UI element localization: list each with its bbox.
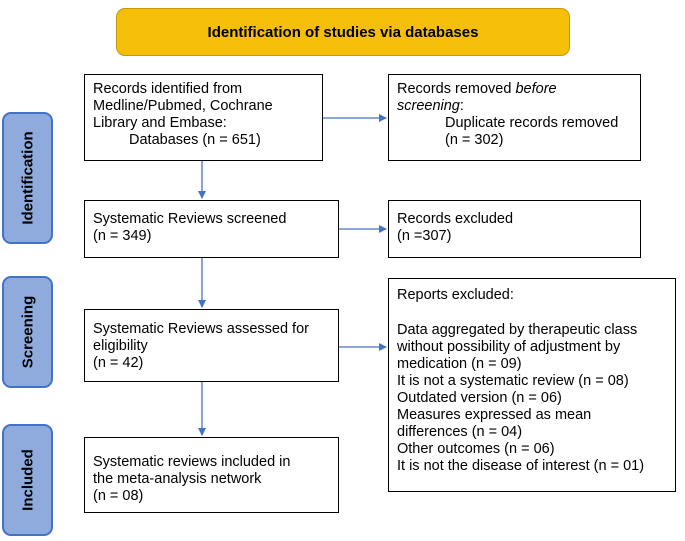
reports-excluded-item: without possibility of adjustment by	[397, 339, 621, 355]
records-removed-italic2: screening	[397, 98, 460, 114]
reports-excluded-item: It is not the disease of interest (n = 0…	[397, 458, 645, 474]
screened-count: (n = 349)	[93, 228, 152, 244]
records-removed-count: (n = 302)	[445, 132, 504, 148]
reports-excluded-box: Reports excluded: Data aggregated by the…	[388, 278, 676, 492]
stage-screening: Screening	[2, 276, 53, 388]
records-removed-colon: :	[459, 98, 464, 114]
records-identified-line: Library and Embase:	[93, 115, 227, 131]
assessed-line: Systematic Reviews assessed for	[93, 321, 309, 337]
reports-excluded-item: It is not a systematic review (n = 08)	[397, 373, 629, 389]
reports-excluded-item: Measures expressed as mean	[397, 407, 592, 423]
records-identified-box: Records identified from Medline/Pubmed, …	[84, 74, 323, 161]
records-removed-prefix: Records removed	[397, 81, 516, 97]
included-line: Systematic reviews included in	[93, 454, 291, 470]
stage-identification: Identification	[2, 112, 53, 244]
reports-excluded-item: Data aggregated by therapeutic class	[397, 322, 638, 338]
header-banner: Identification of studies via databases	[116, 8, 570, 56]
records-identified-count: Databases (n = 651)	[129, 132, 261, 148]
included-count: (n = 08)	[93, 488, 144, 504]
header-title: Identification of studies via databases	[207, 23, 479, 41]
reports-excluded-title: Reports excluded:	[397, 287, 514, 303]
assessed-count: (n = 42)	[93, 355, 144, 371]
records-excluded-count: (n =307)	[397, 228, 452, 244]
reports-excluded-item: differences (n = 04)	[397, 424, 523, 440]
reports-excluded-item: Other outcomes (n = 06)	[397, 441, 555, 457]
reports-excluded-item: Outdated version (n = 06)	[397, 390, 562, 406]
records-removed-line3: Duplicate records removed	[445, 115, 619, 131]
assessed-box: Systematic Reviews assessed for eligibil…	[84, 309, 339, 382]
records-removed-line2: screening:	[397, 98, 632, 115]
records-removed-italic: before	[515, 81, 557, 97]
included-box: Systematic reviews included in the meta-…	[84, 437, 339, 513]
assessed-line: eligibility	[93, 338, 148, 354]
screened-line: Systematic Reviews screened	[93, 211, 287, 227]
records-excluded-box: Records excluded (n =307)	[388, 200, 641, 258]
records-removed-box: Records removed before screening: Duplic…	[388, 74, 641, 161]
reports-excluded-item: medication (n = 09)	[397, 356, 522, 372]
stage-included: Included	[2, 424, 53, 536]
records-removed-line1: Records removed before	[397, 81, 632, 98]
screened-box: Systematic Reviews screened (n = 349)	[84, 200, 339, 258]
records-excluded-line: Records excluded	[397, 211, 514, 227]
included-line: the meta-analysis network	[93, 471, 262, 487]
records-identified-line: Medline/Pubmed, Cochrane	[93, 98, 273, 114]
records-identified-line: Records identified from	[93, 81, 243, 97]
